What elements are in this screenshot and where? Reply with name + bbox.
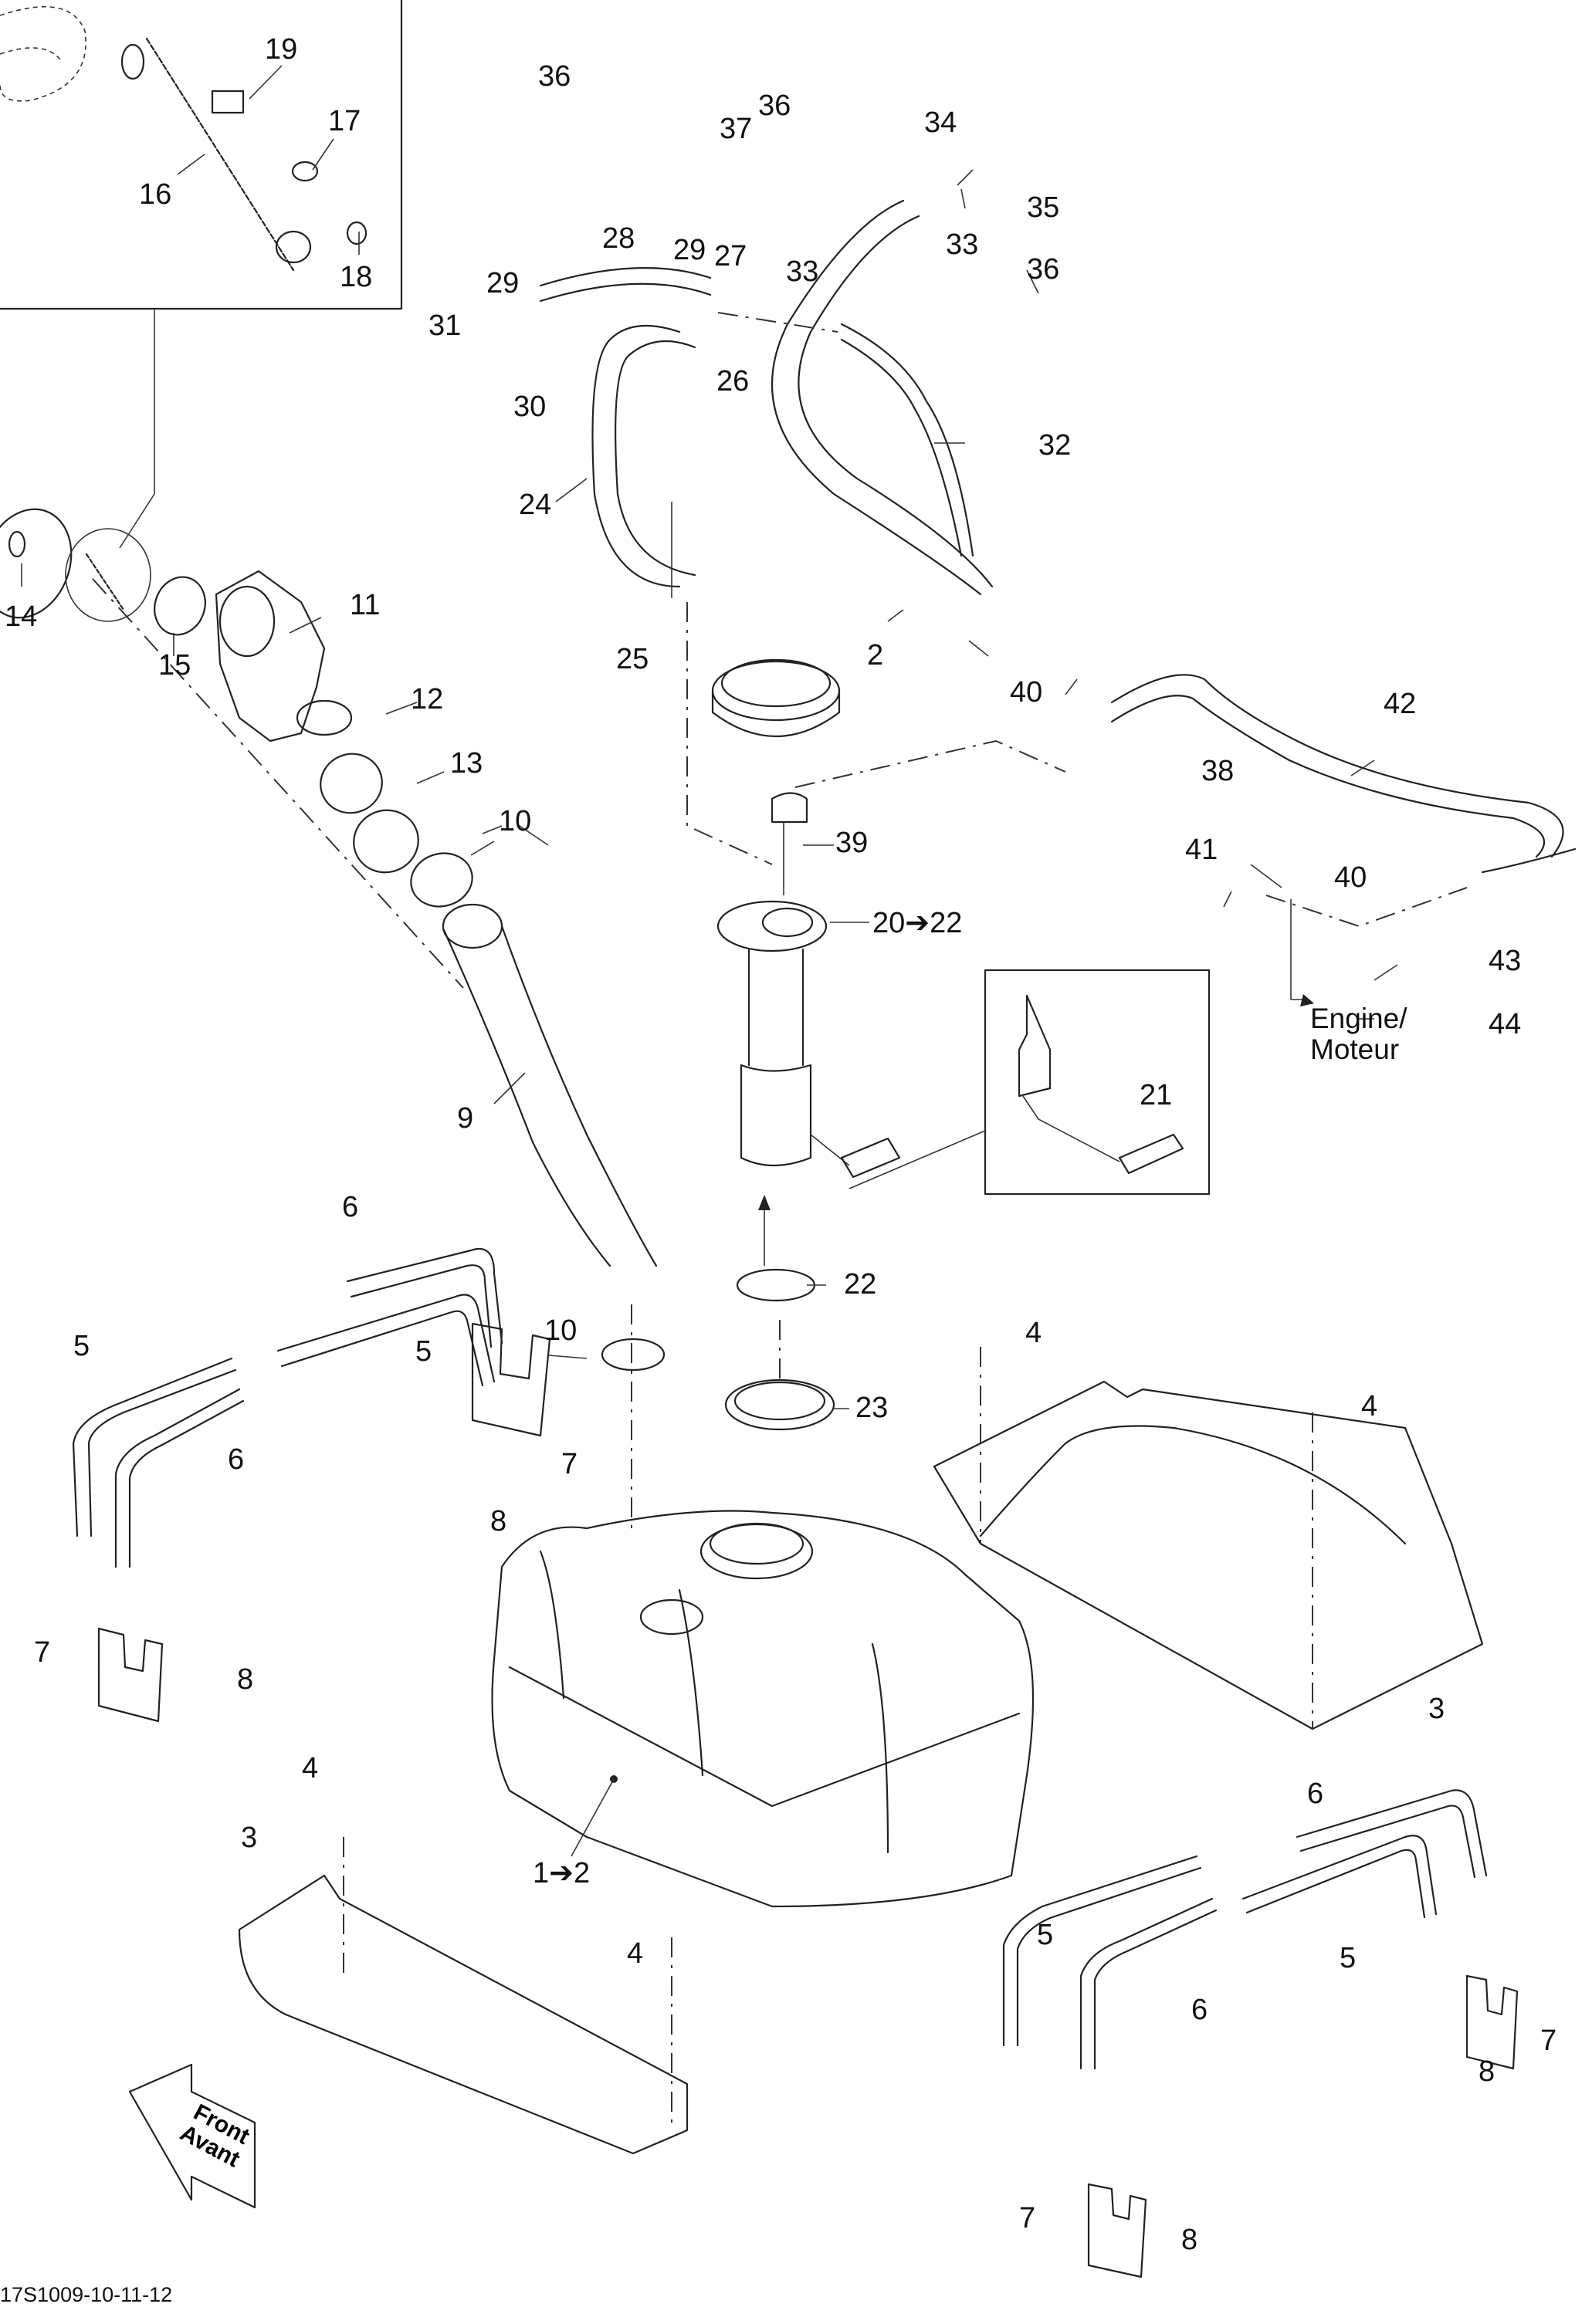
callout-31: 31	[428, 310, 462, 342]
clamp-10-top	[410, 852, 473, 908]
callout-9: 9	[457, 1102, 474, 1135]
callout-7-upper: 7	[561, 1448, 578, 1480]
callout-17: 17	[328, 105, 361, 137]
fuel-pump-module	[716, 792, 901, 1179]
callout-18: 18	[340, 261, 373, 293]
callout-19: 19	[265, 33, 298, 66]
callout-4-c: 4	[302, 1752, 319, 1784]
callout-35: 35	[1027, 191, 1060, 224]
filler-assembly	[0, 508, 473, 989]
callout-6-lower: 6	[1191, 1994, 1208, 2026]
callout-37: 37	[720, 113, 753, 145]
seal-22	[736, 1268, 816, 1302]
callout-7-right: 7	[1540, 2025, 1557, 2057]
callout-5-left: 5	[73, 1330, 90, 1362]
callout-10-bottom: 10	[544, 1314, 578, 1347]
callout-22: 22	[844, 1268, 877, 1301]
callout-41: 41	[1185, 834, 1218, 866]
fuel-tank	[491, 1510, 1035, 1908]
callout-10-top: 10	[499, 805, 532, 837]
callout-33-left: 33	[786, 255, 819, 288]
callout-28: 28	[602, 222, 635, 255]
callout-6-upper-left: 6	[342, 1191, 359, 1223]
callout-11: 11	[350, 589, 381, 621]
callout-8-right: 8	[1479, 2055, 1495, 2088]
callout-8-bottom: 8	[1181, 2224, 1198, 2256]
callout-44: 44	[1489, 1008, 1522, 1040]
callout-15: 15	[158, 649, 191, 682]
gasket-23	[724, 1379, 835, 1431]
callout-1-2: 1➔2	[533, 1857, 591, 1889]
tether-detail-inset	[0, 0, 403, 549]
callout-4-b: 4	[1361, 1390, 1378, 1422]
heat-shield-left	[238, 1837, 689, 2155]
callout-7-bottom: 7	[1019, 2202, 1036, 2234]
level-sender-inset	[849, 969, 1211, 1196]
callout-33-right: 33	[946, 228, 979, 261]
clamp-10-bottom	[601, 1338, 666, 1372]
tether-chain	[145, 37, 295, 272]
callout-42: 42	[1384, 688, 1417, 720]
callout-4-a: 4	[1025, 1317, 1042, 1349]
callout-4-d: 4	[627, 1937, 644, 1970]
callout-20-22: 20➔22	[872, 907, 963, 939]
filler-hose	[442, 903, 658, 1536]
brackets	[97, 1322, 1519, 2278]
callout-27: 27	[714, 240, 747, 272]
heat-shield-right	[933, 1347, 1484, 1730]
vent-hoses	[539, 199, 1577, 1006]
locking-ring	[711, 658, 841, 738]
callout-25: 25	[616, 643, 649, 675]
callout-36-mid: 36	[758, 90, 791, 122]
callout-21: 21	[1140, 1079, 1173, 1111]
callout-29-left: 29	[486, 267, 520, 299]
callout-29-right: 29	[673, 234, 706, 266]
callout-34: 34	[924, 107, 957, 139]
callout-8-upper: 8	[490, 1505, 507, 1537]
callout-16: 16	[139, 178, 172, 211]
callout-14: 14	[5, 600, 38, 633]
callout-6-upper-right: 6	[1307, 1778, 1324, 1810]
front-arrow-shape	[128, 2063, 256, 2209]
callout-40-top: 40	[1010, 676, 1043, 709]
ring-13	[353, 809, 419, 874]
callout-3-left: 3	[241, 1822, 258, 1854]
callout-6-left: 6	[228, 1443, 245, 1476]
leader-lines	[21, 65, 1398, 1409]
callout-23: 23	[855, 1392, 889, 1424]
callout-3-right: 3	[1428, 1693, 1445, 1725]
callout-5-upper: 5	[415, 1335, 432, 1368]
callout-24: 24	[519, 489, 552, 521]
callout-30: 30	[513, 391, 547, 423]
callout-43: 43	[1489, 945, 1522, 977]
engine-destination-note: Engine/ Moteur	[1310, 1003, 1407, 1065]
tank-straps	[72, 1248, 1488, 2070]
callout-13: 13	[450, 747, 483, 780]
callout-2: 2	[867, 639, 884, 671]
callout-39: 39	[835, 827, 869, 859]
drawing-code: 17S1009-10-11-12	[0, 2283, 173, 2306]
callout-26: 26	[716, 365, 750, 397]
callout-36-right: 36	[1027, 253, 1060, 286]
callout-12: 12	[411, 683, 444, 715]
callout-38: 38	[1201, 755, 1235, 787]
callout-36-left: 36	[538, 60, 571, 93]
callout-32: 32	[1038, 429, 1072, 462]
callout-5-lower: 5	[1037, 1919, 1054, 1951]
callout-8-left: 8	[237, 1663, 254, 1696]
grommet-12	[320, 753, 383, 814]
callout-40-right: 40	[1334, 861, 1367, 894]
callout-5-right: 5	[1340, 1942, 1357, 1974]
callout-7-left: 7	[34, 1636, 51, 1669]
